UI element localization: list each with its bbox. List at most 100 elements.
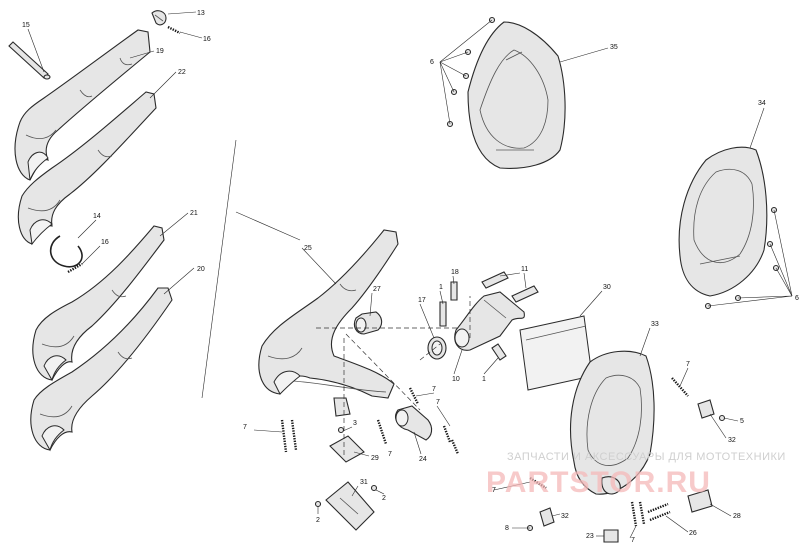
callout-label: 32 <box>728 437 736 444</box>
part-15-pin <box>8 41 51 80</box>
part-29-bracket <box>329 435 365 463</box>
callout-label: 2 <box>382 495 386 502</box>
leader-line <box>679 367 689 387</box>
leader-line <box>179 31 203 39</box>
leader-line <box>439 19 493 63</box>
leader-line <box>749 107 765 149</box>
leader-line <box>579 290 603 317</box>
callout-label: 33 <box>651 321 659 328</box>
part-19-exhaust-pipe <box>14 29 151 181</box>
leader-line <box>499 272 521 277</box>
part-23-block <box>603 529 619 543</box>
leader-line <box>493 481 531 491</box>
leader-line <box>81 245 101 265</box>
leader-line <box>629 525 637 539</box>
part-16-spring-mid <box>67 262 83 274</box>
part-32-clip-lower <box>539 507 555 527</box>
callout-label: 21 <box>190 210 198 217</box>
callout-label: 7 <box>436 399 440 406</box>
leader-line <box>419 303 435 339</box>
callout-label: 26 <box>689 530 697 537</box>
callout-leader-lines <box>27 11 793 539</box>
part-7-springs-right <box>529 377 689 527</box>
callout-label: 24 <box>419 456 427 463</box>
callout-label: 6 <box>430 59 434 66</box>
callout-label: 35 <box>610 44 618 51</box>
part-11-gaskets <box>481 271 539 303</box>
part-13-clip <box>151 10 167 26</box>
part-16-spring-top <box>167 25 181 35</box>
part-33-silencer <box>569 350 655 495</box>
callout-label: 32 <box>561 513 569 520</box>
leader-line <box>452 275 455 285</box>
leader-line <box>483 357 499 375</box>
part-2-bolt-left <box>314 500 322 508</box>
callout-label: 27 <box>373 286 381 293</box>
part-27-clamp <box>353 311 383 335</box>
part-7-springs-center <box>280 387 460 455</box>
leader-line <box>723 417 739 422</box>
part-20-exhaust-pipe <box>30 287 173 452</box>
callout-label: 7 <box>492 487 496 494</box>
leader-line <box>301 247 337 285</box>
part-35-silencer-cover <box>467 21 566 169</box>
part-6-screws-right <box>704 206 780 310</box>
part-10-manifold <box>454 291 525 351</box>
leader-line <box>167 11 197 15</box>
leader-line <box>353 451 370 457</box>
leader-line <box>439 61 451 125</box>
callout-label: 31 <box>360 479 368 486</box>
callout-label: 29 <box>371 455 379 462</box>
callout-label: 15 <box>22 22 30 29</box>
leader-line <box>737 295 793 299</box>
part-22-exhaust-pipe <box>17 91 157 246</box>
leader-line <box>27 28 45 73</box>
leader-line <box>709 413 727 439</box>
leader-line <box>369 292 373 317</box>
callout-label: 34 <box>758 100 766 107</box>
callout-label: 11 <box>521 266 528 273</box>
leader-line <box>773 209 793 297</box>
leader-line <box>709 503 732 517</box>
callout-label: 7 <box>243 424 247 431</box>
callout-label: 18 <box>451 269 459 276</box>
callout-label: 28 <box>733 513 741 520</box>
leader-line <box>665 515 689 533</box>
callout-label: 30 <box>603 284 611 291</box>
callout-label: 7 <box>432 386 436 393</box>
part-1-bolt-upper <box>439 301 447 327</box>
callout-label: 14 <box>93 213 101 220</box>
part-1-bolt-lower <box>491 343 507 361</box>
part-18-stud <box>450 281 458 301</box>
leader-line <box>129 50 155 59</box>
callout-label: 22 <box>178 69 186 76</box>
callout-label: 10 <box>452 376 460 383</box>
leader-line <box>769 243 793 297</box>
leader-line <box>439 51 469 63</box>
leader-line <box>523 272 527 289</box>
callout-label: 25 <box>304 245 312 252</box>
leader-line <box>436 405 451 427</box>
leader-line <box>439 61 467 77</box>
part-17-coupler <box>427 336 447 360</box>
callout-label: 19 <box>156 48 164 55</box>
part-3-bolt <box>337 426 345 434</box>
watermark: ЗАПЧАСТИ И АКСЕССУАРЫ ДЛЯ МОТОТЕХНИКИ PA… <box>486 451 786 499</box>
watermark-tagline: ЗАПЧАСТИ И АКСЕССУАРЫ ДЛЯ МОТОТЕХНИКИ <box>507 451 786 463</box>
callout-label: 23 <box>586 533 594 540</box>
leader-line <box>551 513 561 517</box>
leader-line <box>453 349 463 375</box>
part-34-silencer-cover <box>678 146 768 297</box>
part-6-screws-top <box>446 16 496 128</box>
part-14-ring <box>49 235 83 268</box>
leader-line <box>707 295 793 307</box>
leader-line <box>351 485 359 497</box>
group-divider-lines <box>201 139 301 399</box>
part-28-bracket <box>687 489 713 513</box>
part-5-washer <box>718 414 726 422</box>
part-26-spring <box>647 502 671 522</box>
callout-label: 17 <box>418 297 426 304</box>
leader-line <box>77 219 97 239</box>
